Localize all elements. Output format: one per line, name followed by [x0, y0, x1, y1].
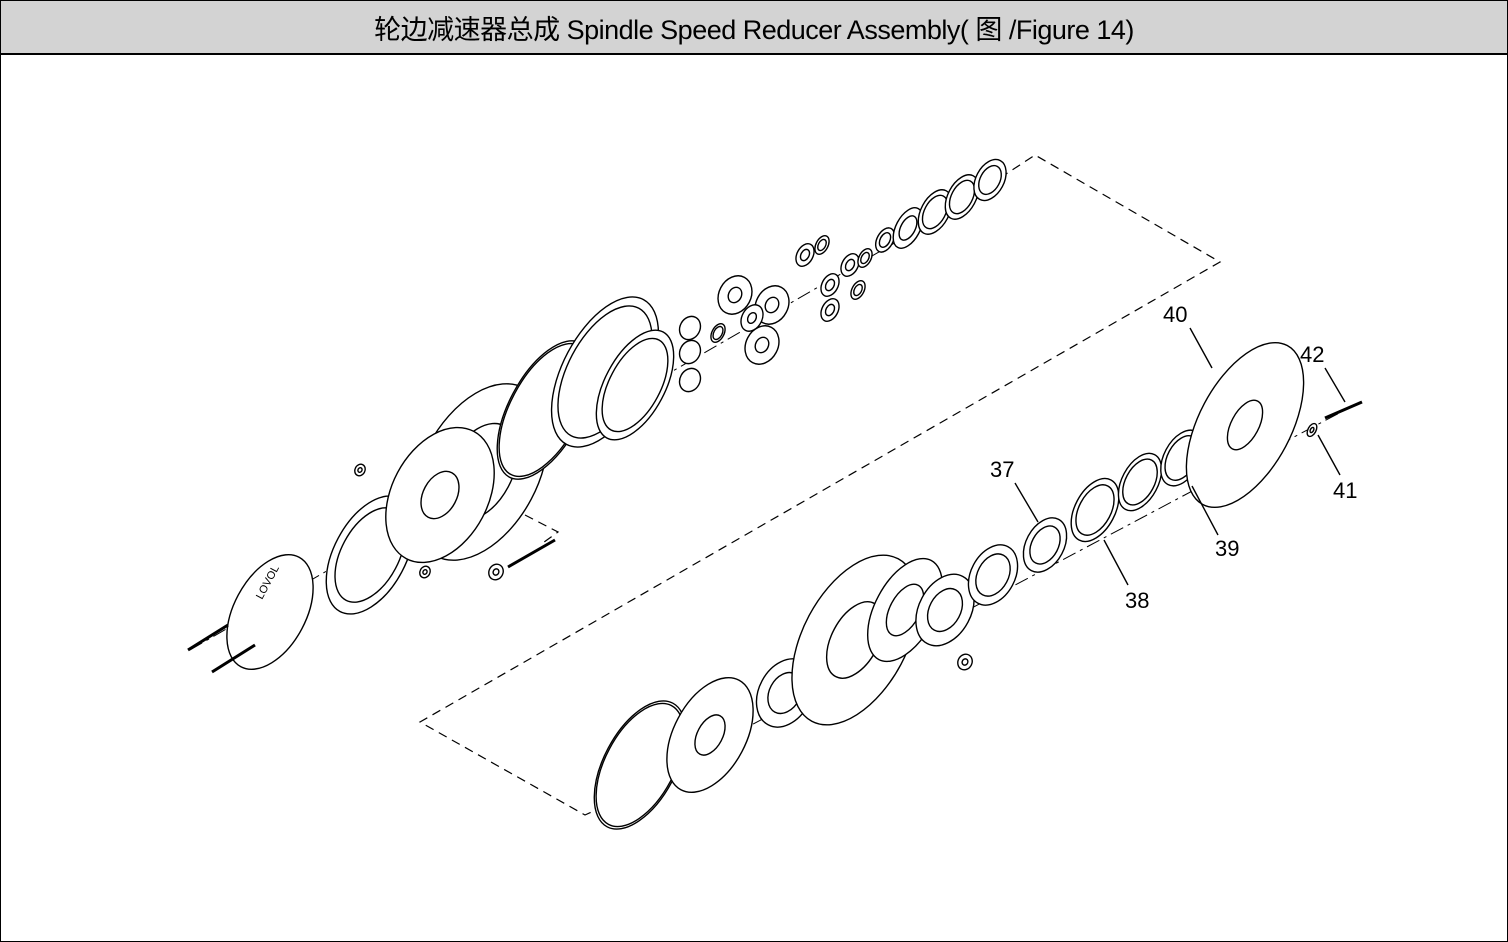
bearing: [915, 573, 975, 647]
ring-gear-face: [595, 329, 675, 441]
housing-body: [385, 426, 495, 564]
figure-title: 轮边减速器总成 Spindle Speed Reducer Assembly( …: [374, 14, 1134, 45]
seal-37: [1022, 517, 1068, 573]
callout-40: 40: [1163, 302, 1187, 327]
ring-gear: [550, 296, 660, 448]
title-bar: 轮边减速器总成 Spindle Speed Reducer Assembly( …: [1, 1, 1507, 55]
nut: [354, 463, 366, 477]
needle-bearing: [820, 273, 840, 297]
needle-bearing: [820, 298, 840, 322]
bearing-cup: [973, 158, 1007, 202]
bolt: [211, 643, 256, 674]
washer: [814, 235, 830, 255]
nut: [488, 563, 504, 581]
washer: [850, 280, 866, 300]
sun-gear: [740, 304, 764, 332]
washer: [857, 248, 873, 268]
seal: [967, 544, 1019, 606]
callout-37: 37: [990, 457, 1014, 482]
brake-plate-40: [1185, 341, 1305, 509]
planet-carrier-plate: [892, 207, 924, 249]
ring: [917, 189, 953, 235]
nut: [957, 653, 973, 671]
callout-41: 41: [1333, 478, 1357, 503]
cover-plate: [226, 554, 314, 670]
callout-38: 38: [1125, 588, 1149, 613]
assembly-boundary-dashed: [418, 154, 1222, 816]
pin: [678, 315, 702, 341]
bolt: [507, 538, 556, 569]
pin: [678, 367, 702, 393]
callout-39: 39: [1215, 536, 1239, 561]
ring-38: [1070, 477, 1120, 543]
thrust-washer: [874, 227, 896, 253]
bolt: [1324, 400, 1363, 420]
carrier: [666, 677, 754, 793]
ring: [944, 174, 980, 220]
washer-41: [1306, 422, 1318, 438]
ring: [1117, 452, 1163, 512]
needle-bearing: [840, 253, 860, 277]
pin: [678, 339, 702, 365]
callout-42: 42: [1300, 342, 1324, 367]
bolt: [187, 623, 229, 652]
planet-gear: [717, 275, 753, 315]
planet-gear: [744, 325, 780, 365]
o-ring-lower: [593, 700, 687, 830]
needle-bearing: [795, 243, 815, 267]
snap-ring: [710, 323, 726, 343]
nut: [419, 565, 431, 579]
